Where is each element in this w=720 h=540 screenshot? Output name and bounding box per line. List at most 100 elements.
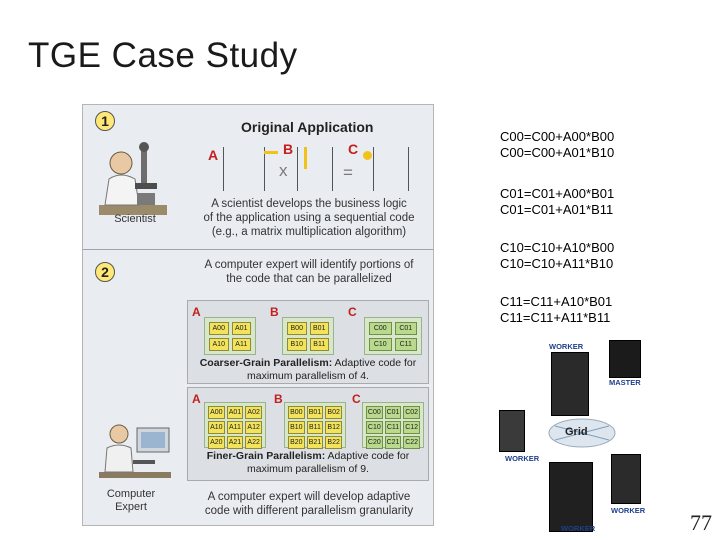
fine-matrix-b: B00 B01 B02 B10 B11 B12 B20 B21 B22 [284,402,346,449]
matrix-cell: B11 [306,421,324,434]
matrix-cell: C20 [366,436,383,449]
matrix-c-bracket [373,147,409,191]
coarse-a-label: A [192,305,201,319]
matrix-cell: B21 [306,436,324,449]
equation-group-c00: C00=C00+A00*B00 C00=C00+A01*B10 [500,129,614,161]
grid-network-icon [548,418,616,448]
coarse-grain-title-rest: Adaptive code for maximum parallelism of… [247,357,417,382]
equation-line: C11=C11+A10*B01 [500,294,613,309]
section1-description-line: of the application using a sequential co… [203,212,415,224]
fine-grain-panel: A A00 A01 A02 A10 A11 A12 A20 A21 A22 B … [187,387,429,481]
matrix-cell: C00 [366,406,383,419]
slide-number: 77 [690,510,712,535]
equation-group-c11: C11=C11+A10*B01 C11=C11+A11*B11 [500,294,612,326]
slide-title: TGE Case Study [28,36,298,75]
section2-closing-line: A computer expert will develop adaptive [207,491,411,503]
matrix-cell: C01 [394,322,417,335]
matrix-cell: A00 [208,406,225,419]
matrix-cell: C00 [369,322,392,335]
coarse-grain-title-bold: Coarser-Grain Parallelism: [199,357,333,369]
matrix-cell: A01 [226,406,244,419]
section2-description: A computer expert will identify portions… [189,258,429,286]
worker-left-server-icon [499,410,525,452]
coarse-grain-title: Coarser-Grain Parallelism: Adaptive code… [192,357,424,383]
fine-grain-title: Finer-Grain Parallelism: Adaptive code f… [192,450,424,476]
matrix-cell: B20 [288,436,305,449]
matrix-b-column-highlight [304,147,307,169]
worker-top-server-icon [551,352,589,416]
matrix-cell: A11 [226,421,244,434]
matrix-cell: C02 [403,406,420,419]
worker-top-label: WORKER [549,342,584,351]
grid-label: Grid [565,426,588,438]
matrix-c-label: C [348,141,359,157]
scientist-label: Scientist [114,213,156,225]
equation-line: C11=C11+A11*B11 [500,310,611,325]
worker-left-label: WORKER [505,454,540,463]
matrix-a-label: A [208,147,219,163]
matrix-cell: A21 [226,436,244,449]
matrix-cell: A20 [208,436,225,449]
matrix-cell: C21 [384,436,402,449]
matrix-cell: B11 [309,338,329,351]
matrix-cell: B22 [325,436,342,449]
equation-group-c01: C01=C01+A00*B01 C01=C01+A01*B11 [500,186,614,218]
matrix-cell: A11 [231,338,251,351]
master-label: MASTER [609,378,641,387]
matrix-cell: C22 [403,436,420,449]
matrix-cell: A22 [245,436,262,449]
worker-right-server-icon [611,454,641,504]
matrix-cell: C12 [403,421,420,434]
equation-line: C00=C00+A00*B00 [500,129,615,144]
step-1-badge: 1 [95,111,115,131]
coarse-matrix-b: B00 B01 B10 B11 [282,317,334,355]
matrix-cell: C11 [384,421,402,434]
matrix-cell: C10 [366,421,383,434]
grid-cluster-diagram: WORKER MASTER WORKER Grid WORKER WORKER [495,336,655,536]
section2-closing-line: code with different parallelism granular… [204,505,414,517]
coarse-matrix-a: A00 A01 A10 A11 [204,317,256,355]
coarse-c-label: C [348,305,357,319]
matrix-cell: B01 [306,406,324,419]
coarse-grain-panel: A A00 A01 A10 A11 B A computer expert wi… [187,300,429,384]
section1-description-line: A scientist develops the business logic [211,198,407,210]
section1-description: A scientist develops the business logic … [189,197,429,239]
equation-line: C01=C01+A00*B01 [500,186,615,201]
worker-right-label: WORKER [611,506,646,515]
section1-description-line: (e.g., a matrix multiplication algorithm… [211,226,407,238]
fine-a-label: A [192,392,201,406]
matrix-cell: B10 [288,421,305,434]
section-heading: Original Application [241,119,374,135]
matrix-cell: C10 [369,338,392,351]
computer-expert-label-line: Computer [106,488,156,500]
scientist-microscope-icon [99,142,167,215]
fine-b-label: B [274,392,283,406]
matrix-cell: B10 [287,338,307,351]
section2-description-line: A computer expert will identify portions… [204,259,414,271]
equation-group-c10: C10=C10+A10*B00 C10=C10+A11*B10 [500,240,614,272]
matrix-cell: A01 [231,322,251,335]
matrix-cell: A10 [209,338,229,351]
section2-description-line: the code that can be parallelized [226,273,392,285]
section-original-application: 1 Original Application Scientist A B x =… [83,105,433,250]
matrix-cell: A12 [245,421,262,434]
matrix-cell: B12 [325,421,342,434]
section2-closing: A computer expert will develop adaptive … [189,490,429,518]
illustration-panel: 1 Original Application Scientist A B x =… [82,104,434,526]
equation-line: C00=C00+A01*B10 [500,145,615,160]
equation-line: C10=C10+A11*B10 [500,256,614,271]
equals-operator: = [343,163,353,182]
fine-grain-title-rest: Adaptive code for maximum parallelism of… [247,450,410,475]
equation-line: C10=C10+A10*B00 [500,240,615,255]
fine-grain-title-bold: Finer-Grain Parallelism: [206,450,326,462]
matrix-cell: C11 [394,338,417,351]
matrix-a-row-highlight [264,151,278,154]
computer-expert-icon [99,424,171,478]
computer-expert-label: Computer Expert [101,488,161,514]
master-server-icon [609,340,641,378]
coarse-matrix-c: C00 C01 C10 C11 [364,317,422,355]
matrix-cell: A10 [208,421,225,434]
matrix-cell: B02 [325,406,342,419]
matrix-cell: B01 [309,322,329,335]
fine-c-label: C [352,392,361,406]
